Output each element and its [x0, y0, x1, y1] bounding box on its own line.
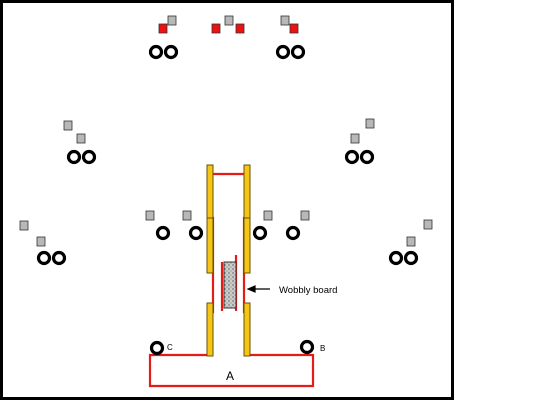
grey-cone-icon [63, 120, 73, 131]
point-a-label: A [226, 369, 234, 383]
ring-icon [299, 339, 315, 355]
start-box-outline [148, 353, 315, 388]
grey-cones [19, 15, 433, 247]
ring-icon [359, 149, 375, 165]
grey-cone-icon [280, 15, 290, 26]
ring-icon [51, 250, 67, 266]
red-cone-icon [235, 23, 245, 34]
ring-icon [252, 225, 268, 241]
ring-icon [163, 44, 179, 60]
right-post-top [243, 164, 251, 219]
ring-icon [155, 225, 171, 241]
arrow-left-icon [246, 285, 270, 293]
diagram-border [0, 0, 454, 400]
ring-icon [285, 225, 301, 241]
red-cones [158, 23, 299, 34]
ring-icon [81, 149, 97, 165]
rings [36, 44, 419, 356]
ring-icon [149, 340, 165, 356]
left-post-bottom [206, 302, 214, 357]
ring-icon [148, 44, 164, 60]
grey-cone-icon [224, 15, 234, 26]
grey-cone-icon [350, 133, 360, 144]
wobbly-board-label: Wobbly board [279, 285, 337, 296]
ring-icon [275, 44, 291, 60]
left-post-top [206, 164, 214, 219]
ring-icon [290, 44, 306, 60]
board-posts [206, 164, 251, 357]
grey-cone-icon [365, 118, 375, 129]
grey-cone-icon [423, 219, 433, 230]
red-cone-icon [211, 23, 221, 34]
point-b-label: B [320, 344, 325, 353]
right-post-middle [243, 217, 251, 274]
grey-cone-icon [406, 236, 416, 247]
grey-cone-icon [19, 220, 29, 231]
wobbly-board [223, 261, 237, 309]
grey-cone-icon [167, 15, 177, 26]
point-c-label: C [167, 343, 173, 352]
red-cone-icon [158, 23, 168, 34]
ring-icon [403, 250, 419, 266]
ring-icon [36, 250, 52, 266]
grey-cone-icon [263, 210, 273, 221]
ring-icon [388, 250, 404, 266]
grey-cone-icon [36, 236, 46, 247]
ring-icon [66, 149, 82, 165]
right-post-bottom [243, 302, 251, 357]
red-cone-icon [289, 23, 299, 34]
ring-icon [188, 225, 204, 241]
ring-icon [344, 149, 360, 165]
grey-cone-icon [76, 133, 86, 144]
grey-cone-icon [300, 210, 310, 221]
left-post-middle [206, 217, 214, 274]
grey-cone-icon [145, 210, 155, 221]
grey-cone-icon [182, 210, 192, 221]
